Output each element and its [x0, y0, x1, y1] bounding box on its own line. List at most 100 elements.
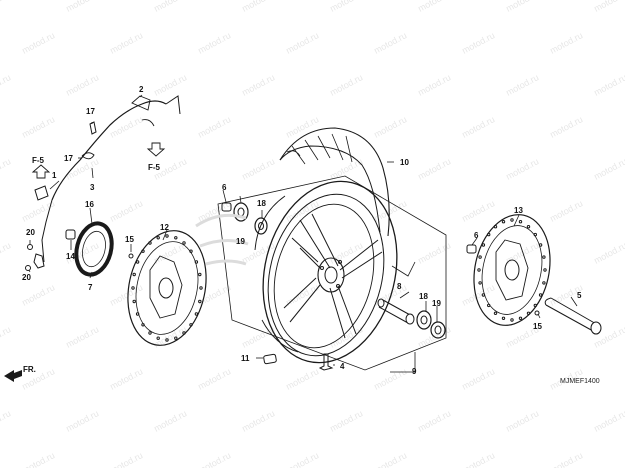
watermark-text: motod.ru: [328, 408, 364, 434]
watermark-text: motod.ru: [196, 30, 232, 56]
watermark-text: motod.ru: [108, 198, 144, 224]
watermark-text: motod.ru: [240, 72, 276, 98]
disc-hole: [538, 243, 543, 247]
callout-20a: 20: [26, 228, 35, 237]
callout-17b: 17: [64, 154, 73, 163]
watermark-text: motod.ru: [196, 366, 232, 392]
distance-collar: [377, 298, 415, 325]
callout-19a: 19: [236, 237, 245, 246]
watermark-text: motod.ru: [152, 0, 188, 14]
watermark-text: motod.ru: [284, 30, 320, 56]
watermark-text: motod.ru: [240, 0, 276, 14]
watermark-text: motod.ru: [416, 72, 452, 98]
disc-hole: [526, 225, 531, 229]
disc-hole: [156, 336, 160, 340]
callout-6: 6: [222, 183, 227, 192]
watermark-text: motod.ru: [64, 72, 100, 98]
callout-4: 4: [340, 362, 345, 371]
watermark-text: motod.ru: [548, 450, 584, 468]
watermark-text: motod.ru: [20, 282, 56, 308]
watermark-text: motod.ru: [284, 450, 320, 468]
watermark-text: motod.ru: [372, 30, 408, 56]
callout-15a: 15: [125, 235, 134, 244]
watermark-text: motod.ru: [108, 114, 144, 140]
ref-label-right: F-5: [148, 163, 161, 172]
callout-17a: 17: [86, 107, 95, 116]
watermark-text: motod.ru: [460, 198, 496, 224]
disc-hole: [132, 272, 136, 277]
disc-hole: [477, 268, 481, 272]
ref-label-left: F-5: [32, 156, 45, 165]
watermark-text: motod.ru: [0, 324, 12, 350]
watermark-text: motod.ru: [108, 450, 144, 468]
disc-hole: [189, 249, 193, 253]
disc-hole: [518, 316, 523, 320]
direction-arrow-icon: [4, 370, 22, 382]
watermark-text: motod.ru: [108, 366, 144, 392]
disc-hole: [510, 218, 514, 222]
watermark-text: motod.ru: [548, 114, 584, 140]
watermark-text: motod.ru: [372, 366, 408, 392]
disc-hole: [141, 323, 145, 327]
disc-hole: [542, 281, 546, 285]
watermark-text: motod.ru: [548, 30, 584, 56]
disc-hole: [487, 303, 491, 308]
callout-20b: 20: [22, 273, 31, 282]
ref-arrow-right: F-5: [146, 142, 166, 172]
disc-hole: [493, 311, 498, 315]
wheel-speed-sensor-wire: [41, 95, 181, 263]
watermark-text: motod.ru: [0, 0, 12, 14]
watermark-text: motod.ru: [0, 72, 12, 98]
front-direction-indicator: FR.: [4, 365, 36, 382]
watermark-text: motod.ru: [460, 450, 496, 468]
callout-2: 2: [139, 85, 144, 94]
sensor-parts: [25, 121, 540, 316]
disc-hole: [493, 225, 498, 229]
watermark-text: motod.ru: [592, 0, 625, 14]
disc-hole: [518, 220, 523, 224]
disc-hole: [135, 260, 140, 264]
callout-19b: 19: [432, 299, 441, 308]
disc-hole: [481, 293, 486, 297]
disc-hole: [487, 232, 491, 237]
watermark-text: motod.ru: [20, 198, 56, 224]
callout-8: 8: [397, 282, 402, 291]
callout-11: 11: [241, 354, 250, 363]
callout-1: 1: [52, 171, 57, 180]
disc-hole: [481, 243, 486, 247]
watermark-text: motod.ru: [240, 408, 276, 434]
callout-5: 5: [577, 291, 582, 300]
watermark-text: motod.ru: [240, 156, 276, 182]
watermark-text: motod.ru: [504, 240, 540, 266]
watermark-text: motod.ru: [20, 30, 56, 56]
callout-9: 9: [412, 367, 417, 376]
watermark-text: motod.ru: [284, 366, 320, 392]
disc-hole: [135, 312, 140, 316]
disc-hole: [165, 234, 169, 238]
callout-18b: 18: [419, 292, 428, 301]
disc-holes: [477, 218, 547, 322]
disc-hole: [533, 303, 537, 308]
tire-valve: [318, 353, 334, 371]
disc-hole: [131, 286, 135, 290]
watermark-text: motod.ru: [504, 156, 540, 182]
disc-hole: [526, 311, 531, 315]
pulser-ring: [74, 221, 114, 277]
watermark-text: motod.ru: [504, 72, 540, 98]
disc-holes: [131, 234, 203, 342]
right-brake-disc: [473, 214, 551, 326]
watermark-text: motod.ru: [196, 450, 232, 468]
left-brake-disc: [127, 230, 207, 346]
disc-hole: [194, 312, 199, 316]
watermark-text: motod.ru: [460, 114, 496, 140]
disc-hole: [478, 281, 482, 285]
disc-hole: [542, 255, 546, 259]
watermark-text: motod.ru: [548, 198, 584, 224]
watermark-text: motod.ru: [64, 0, 100, 14]
watermark-text: motod.ru: [504, 408, 540, 434]
callout-6b: 6: [474, 231, 479, 240]
leader-lines: [28, 94, 578, 373]
disc-hole: [533, 232, 537, 237]
